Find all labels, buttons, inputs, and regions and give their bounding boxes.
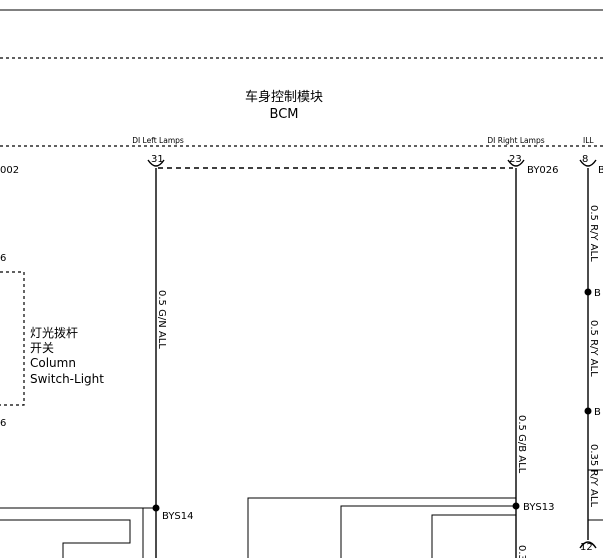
wire-label-ill-mid: 0.5 R/Y ALL [588,320,599,377]
switch-box-outline [0,271,25,406]
pin-number-ill-bottom: 12 [580,542,593,553]
wire-label-cut-bottom: 0.3 [516,545,527,558]
switch-pin-bottom: 6 [0,418,6,429]
switch-name-cn-2: 开关 [30,341,54,355]
switch-name-en-1: Column [30,356,76,370]
module-title-cn: 车身控制模块 [245,89,323,105]
branch-bys13-1 [247,497,516,558]
pin-number-left: 31 [151,154,164,165]
splice-label-bys13: BYS13 [523,502,555,513]
wire-label-ill-top: 0.5 R/Y ALL [588,205,599,262]
switch-name-en-2: Switch-Light [30,372,104,386]
terminal-ill [579,159,597,167]
connector-id-left: 002 [0,165,19,176]
connector-id-far-right: B [598,165,603,176]
wire-label-right: 0.5 G/B ALL [516,415,527,474]
wire-label-ill-bottom: 0.35 R/Y ALL [588,444,599,507]
switch-name-cn: 灯光拨杆 [30,326,78,340]
terminal-right [507,159,525,167]
wire-label-left: 0.5 G/N ALL [156,290,167,349]
branch-bys13-2 [340,505,516,558]
splice-dot-ill-2 [584,407,592,415]
splice-label-ill-1: B [594,288,601,299]
splice-dot-ill-1 [584,288,592,296]
switch-pin-top: 6 [0,253,6,264]
branch-bys14-2 [0,519,131,558]
branch-bys13-3 [431,514,516,558]
pin-number-right: 23 [509,154,522,165]
pin-label-ill: ILL [583,136,594,145]
terminal-left [147,159,165,167]
pin-label-left: DI Left Lamps [132,136,184,145]
pin-number-ill: 8 [582,154,588,165]
splice-label-ill-2: B [594,407,601,418]
pin-label-right: DI Right Lamps [487,136,544,145]
connector-id-right: BY026 [527,165,559,176]
splice-label-bys14: BYS14 [162,511,194,522]
terminal-ill-bottom [579,541,597,549]
module-title-en: BCM [270,107,299,122]
